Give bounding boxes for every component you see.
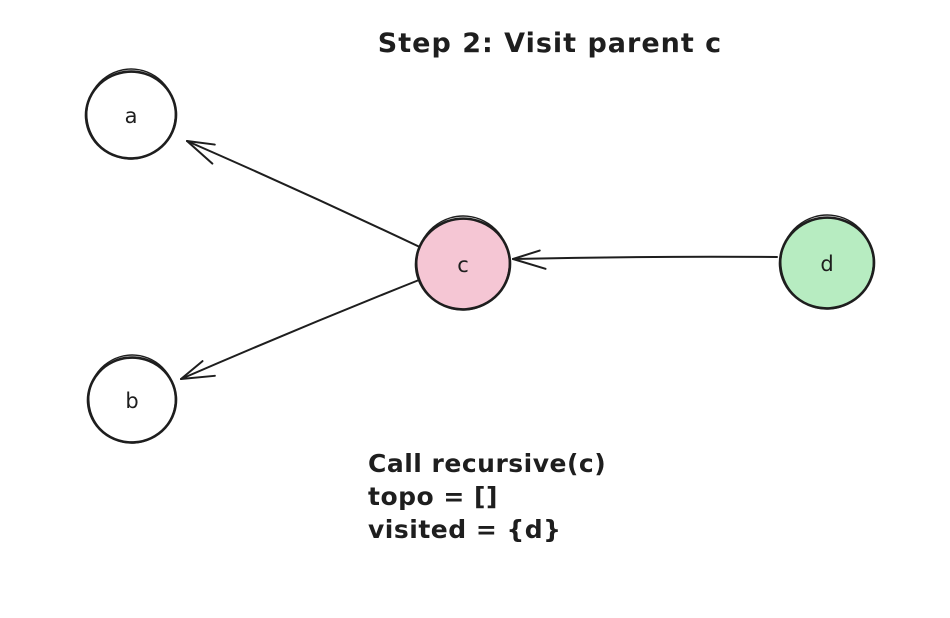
edge-c-b: [180, 277, 425, 380]
arrowhead-line: [512, 249, 541, 260]
arrowhead-line: [186, 140, 214, 165]
edge-c-a: [186, 140, 425, 250]
arrowhead-line: [186, 140, 216, 146]
caption-line-2: topo = []: [368, 482, 498, 511]
arrowhead-line: [180, 374, 216, 380]
node-label-d: d: [820, 252, 833, 276]
node-label-b: b: [125, 389, 138, 413]
node-circle-sketch-overlay: [780, 214, 875, 310]
arrowhead-line: [512, 258, 547, 270]
node-c: c: [414, 215, 512, 311]
nodes-layer: a b c d: [84, 68, 876, 444]
node-label-c: c: [457, 253, 469, 277]
caption-line-3: visited = {d}: [368, 515, 561, 544]
caption-line-1: Call recursive(c): [368, 449, 606, 478]
node-circle-sketch-overlay: [416, 215, 511, 311]
node-b: b: [86, 354, 178, 444]
node-label-a: a: [125, 104, 138, 128]
diagram-title: Step 2: Visit parent c: [378, 28, 722, 59]
node-d: d: [778, 214, 876, 310]
caption-block: Call recursive(c) topo = [] visited = {d}: [368, 449, 606, 544]
edge-d-c: [512, 249, 778, 270]
arrowhead-line: [180, 360, 204, 380]
node-circle-sketch-overlay: [86, 68, 177, 160]
node-circle-sketch-overlay: [88, 354, 177, 444]
edges-layer: [180, 140, 778, 380]
node-a: a: [84, 68, 178, 160]
